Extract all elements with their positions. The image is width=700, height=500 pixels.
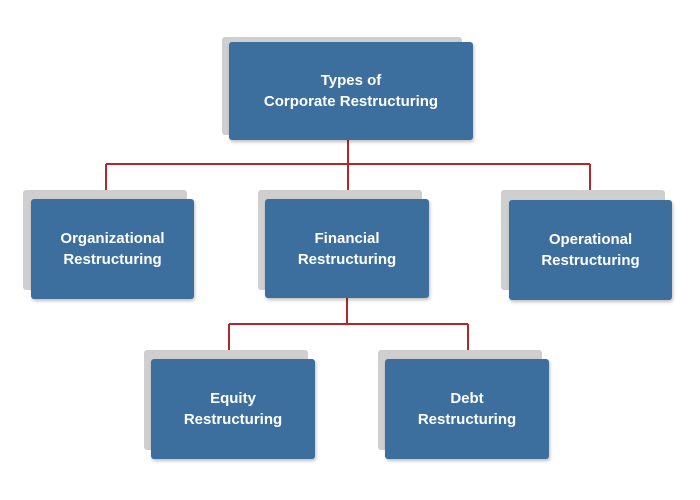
node-label-line2: Corporate Restructuring bbox=[263, 93, 439, 110]
node-label-line1: Debt bbox=[450, 390, 484, 407]
node-box: Organizational Restructuring bbox=[31, 199, 194, 299]
node-label-line2: Restructuring bbox=[63, 251, 162, 268]
node-label-line2: Restructuring bbox=[297, 250, 397, 268]
node-box: Debt Restructuring bbox=[385, 359, 549, 459]
node-label-line2: Restructuring bbox=[183, 411, 283, 428]
node-label-line2: Restructuring bbox=[541, 252, 640, 269]
node-label-line2: Restructuring bbox=[417, 411, 517, 428]
node-label-line1: Organizational bbox=[60, 230, 165, 247]
node-label-line1: Equity bbox=[210, 390, 256, 407]
node-box: Types of Corporate Restructuring bbox=[229, 42, 473, 140]
node-label-line1: Operational bbox=[548, 231, 633, 248]
node-box: Equity Restructuring bbox=[151, 359, 315, 459]
node-box: Operational Restructuring bbox=[509, 200, 672, 300]
node-box: Financial Restructuring bbox=[265, 199, 429, 298]
node-label-line1: Types of bbox=[320, 72, 382, 89]
node-label-line1: Financial bbox=[314, 229, 380, 247]
